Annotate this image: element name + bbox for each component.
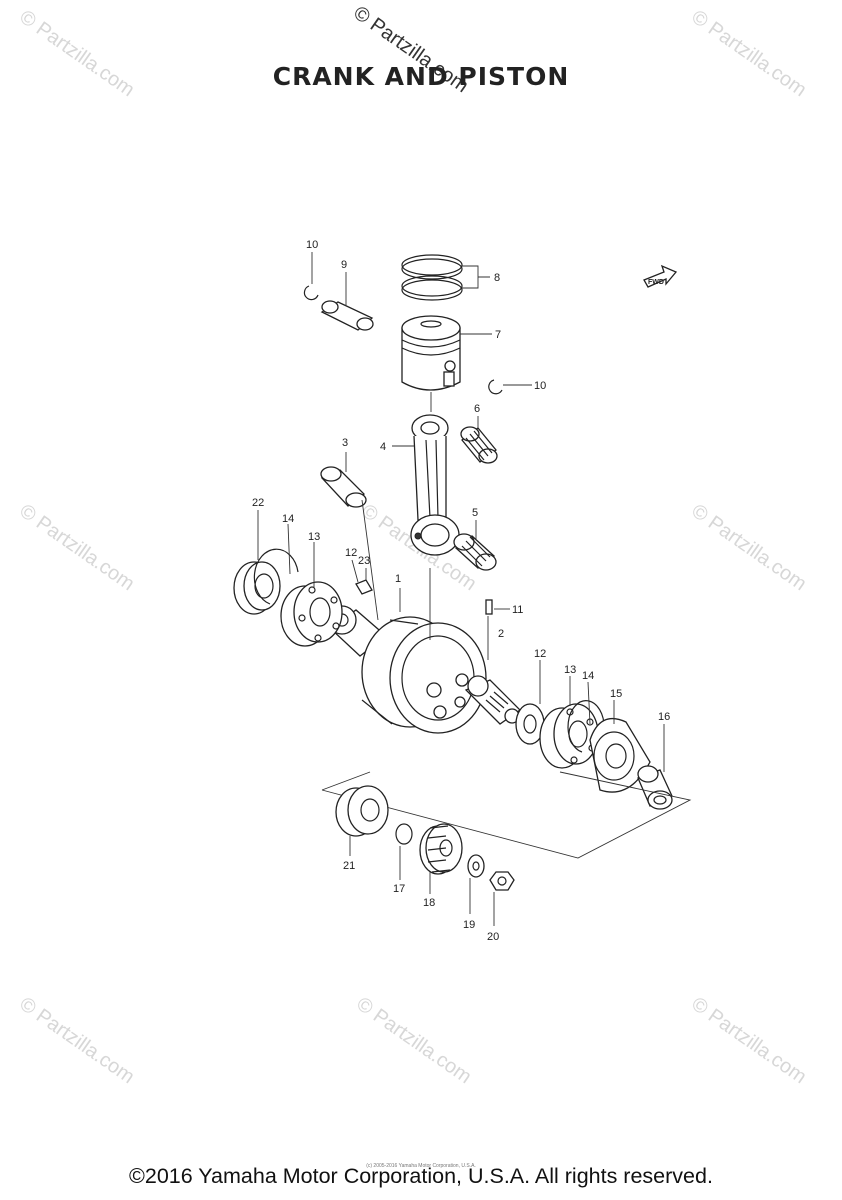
piston-pin (320, 300, 374, 331)
callout-13: 13 (564, 664, 576, 676)
callout-14: 14 (582, 670, 594, 682)
callout-23: 23 (358, 555, 370, 567)
callout-14: 14 (282, 513, 294, 525)
callout-7: 7 (495, 329, 501, 341)
callout-5: 5 (472, 507, 478, 519)
callout-8: 8 (494, 272, 500, 284)
callout-9: 9 (341, 259, 347, 271)
callout-18: 18 (423, 897, 435, 909)
callout-3: 3 (342, 437, 348, 449)
oil-seal-primary (335, 785, 389, 837)
o-ring (395, 823, 413, 845)
crank-pin (320, 466, 367, 508)
oil-seal-right (589, 717, 651, 793)
small-end-bearing (460, 426, 498, 464)
crankshaft (327, 605, 522, 734)
callout-2: 2 (498, 628, 504, 640)
collar (637, 765, 673, 810)
piston-rings (401, 254, 463, 301)
nut (489, 871, 515, 891)
callout-4: 4 (380, 441, 386, 453)
circlip-left-bearing (253, 548, 299, 605)
callout-16: 16 (658, 711, 670, 723)
woodruff-key (355, 579, 373, 595)
oil-seal-left (233, 561, 281, 615)
dowel-pin (485, 599, 493, 615)
primary-drive-gear (419, 823, 463, 875)
callout-22: 22 (252, 497, 264, 509)
fwd-arrow-icon: FWD (643, 264, 678, 288)
circlip-right (488, 379, 503, 395)
callout-12: 12 (345, 547, 357, 559)
callout-10: 10 (306, 239, 318, 251)
callout-19: 19 (463, 919, 475, 931)
callout-10: 10 (534, 380, 546, 392)
bearing-left (280, 581, 343, 647)
callout-20: 20 (487, 931, 499, 943)
circlip-right-bearing (567, 700, 605, 753)
fwd-label: FWD (648, 279, 664, 286)
copyright-footer: ©2016 Yamaha Motor Corporation, U.S.A. A… (129, 1164, 713, 1188)
bearing-right (539, 703, 599, 769)
callout-12: 12 (534, 648, 546, 660)
subassembly-outline (321, 771, 692, 859)
page-title: CRANK AND PISTON (272, 62, 570, 91)
small-credit: (c) 2005-2016 Yamaha Motor Corporation, … (366, 1163, 476, 1169)
callout-21: 21 (343, 860, 355, 872)
callout-17: 17 (393, 883, 405, 895)
connecting-rod (410, 414, 460, 556)
callout-11: 11 (512, 604, 523, 616)
callout-13: 13 (308, 531, 320, 543)
circlip-left (303, 285, 319, 301)
callout-6: 6 (474, 403, 480, 415)
callout-15: 15 (610, 688, 622, 700)
piston (401, 315, 461, 391)
big-end-bearing (453, 533, 497, 571)
lock-washer (467, 854, 485, 878)
callout-1: 1 (395, 573, 401, 585)
